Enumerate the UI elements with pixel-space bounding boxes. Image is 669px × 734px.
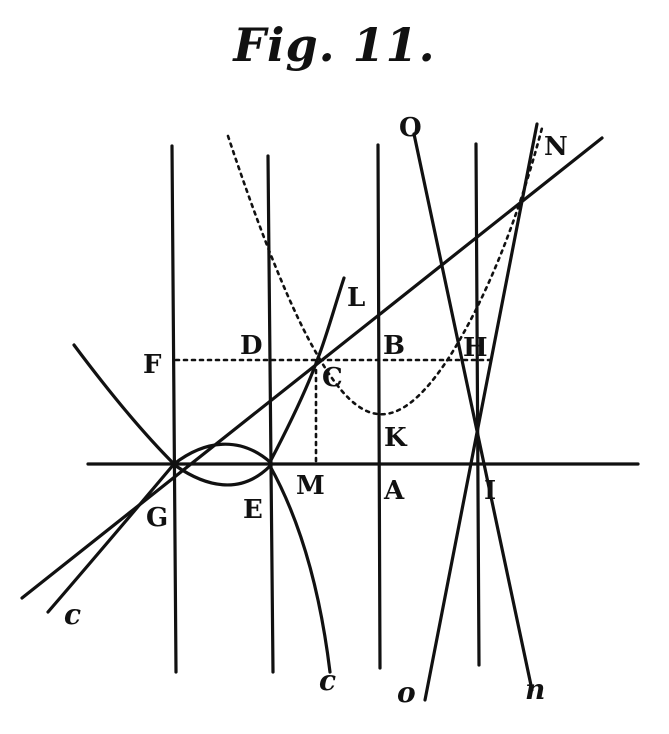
label-D: D (240, 331, 263, 361)
label-o-bottom: o (397, 676, 416, 709)
vertical-line-i (474, 142, 481, 667)
label-I: I (484, 476, 496, 506)
curve-right-branch (268, 464, 332, 674)
label-c-left: c (64, 598, 81, 631)
label-n-bottom: n (525, 673, 545, 706)
vertical-line-e (266, 154, 275, 674)
curve-lower-loop (174, 464, 272, 487)
label-H: H (463, 333, 488, 363)
label-K: K (384, 423, 408, 453)
label-G: G (146, 503, 168, 533)
label-A: A (383, 476, 405, 506)
vertical-line-a (376, 143, 382, 670)
label-F: F (143, 350, 162, 380)
line-o-to-n-upper (423, 122, 539, 702)
curve-gec (172, 276, 346, 466)
label-c-bottom: c (319, 664, 336, 697)
dotted-parabola (226, 126, 544, 416)
label-N: N (544, 132, 568, 162)
diagonal-line-gl (20, 136, 604, 600)
label-C: C (322, 363, 343, 393)
curve-left-branch (46, 343, 176, 614)
line-o-to-n (412, 132, 534, 692)
label-L: L (347, 283, 365, 313)
label-M: M (296, 471, 325, 501)
label-O: O (399, 113, 422, 143)
label-E: E (243, 495, 263, 525)
vertical-line-g (170, 144, 178, 674)
figure-title: Fig. 11. (233, 18, 436, 72)
label-B: B (383, 331, 405, 361)
